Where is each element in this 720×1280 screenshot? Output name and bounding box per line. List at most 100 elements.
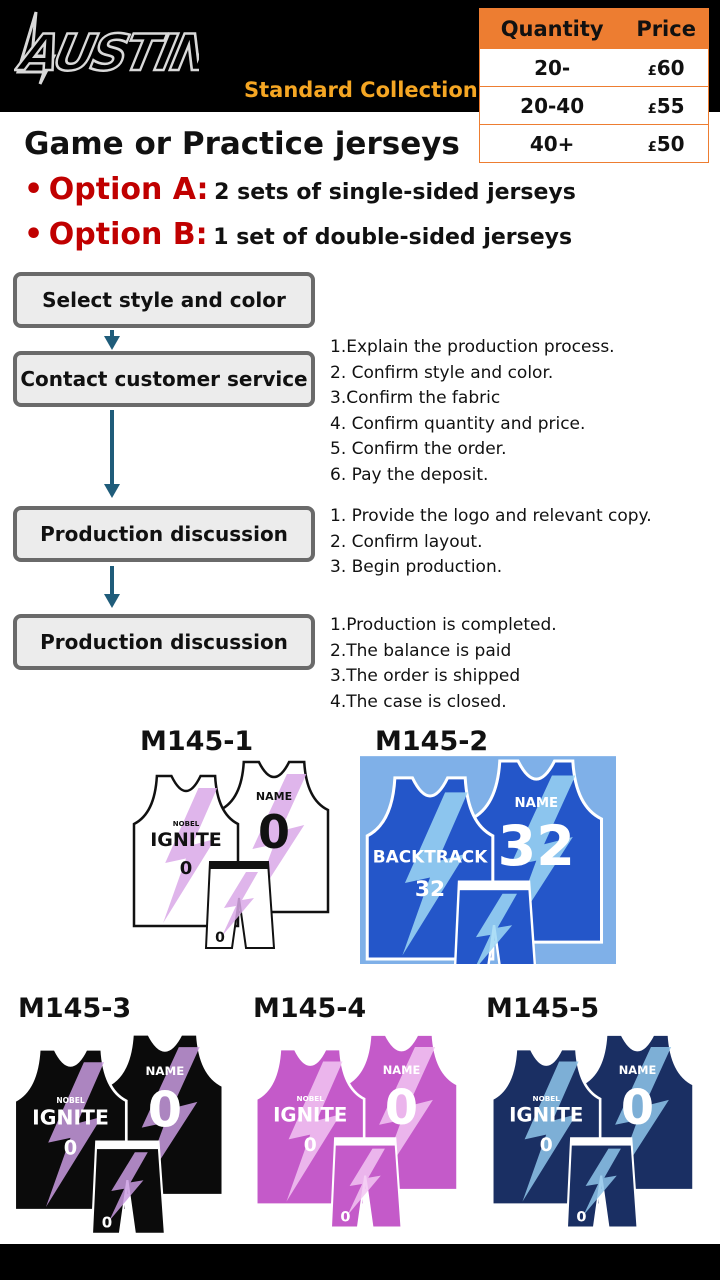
quantity-cell: 40+ <box>479 124 625 163</box>
jersey-shorts: 0 <box>329 1137 403 1229</box>
jersey-sub-text: NOBEL <box>173 820 200 828</box>
list-item: 3.Confirm the fabric <box>330 388 501 409</box>
shorts-waistband <box>335 1138 396 1146</box>
jersey-front-number: 0 <box>304 1135 317 1156</box>
price-table-header: Quantity Price <box>479 8 709 49</box>
list-item: 1.Production is completed. <box>330 615 557 635</box>
production-discussion-list: 1. Provide the logo and relevant copy. 2… <box>330 504 652 581</box>
lightning-bolt <box>45 1062 104 1208</box>
jersey-team-text: IGNITE <box>273 1104 347 1127</box>
price-cell: £50 <box>624 124 709 163</box>
currency-symbol: £ <box>647 63 657 79</box>
flow-arrow <box>104 410 120 500</box>
jersey-shorts: 0 <box>565 1137 639 1229</box>
jersey-name-text: NAME <box>619 1063 657 1077</box>
step-contact-service: Contact customer service <box>13 351 315 407</box>
table-row: 40+ £50 <box>479 124 709 163</box>
jersey-shorts: 0 <box>90 1140 167 1235</box>
lightning-bolt <box>163 788 218 923</box>
quantity-header: Quantity <box>479 8 625 49</box>
shorts-number: 0 <box>102 1213 112 1231</box>
shorts-bolt <box>583 1148 621 1216</box>
jersey-name-text: NAME <box>514 796 558 811</box>
flow-arrow <box>104 330 120 350</box>
list-item: 3. Begin production. <box>330 557 503 578</box>
jersey-shorts: 0 <box>204 861 276 949</box>
price-cell: £55 <box>624 86 709 125</box>
jersey-shorts: 32 <box>453 880 537 964</box>
price-header: Price <box>624 8 709 49</box>
option-b: • Option B: 1 set of double-sided jersey… <box>24 217 572 252</box>
contact-service-list: 1.Explain the production process. 2. Con… <box>330 335 615 489</box>
list-item: 1. Provide the logo and relevant copy. <box>330 506 652 526</box>
collection-label: Standard Collection <box>244 78 478 102</box>
price-value: 50 <box>656 131 685 156</box>
currency-symbol: £ <box>647 101 657 117</box>
shorts-bolt <box>347 1148 385 1216</box>
completion-list: 1.Production is completed. 2.The balance… <box>330 613 557 715</box>
jersey-back-number: 0 <box>385 1081 418 1136</box>
shorts-number: 0 <box>576 1209 586 1225</box>
lightning-bolt <box>402 792 468 956</box>
jersey-back-number: 0 <box>148 1081 182 1139</box>
jersey-team-text: IGNITE <box>150 829 222 851</box>
step-production-discussion: Production discussion <box>13 506 315 562</box>
jersey-name-text: NAME <box>256 790 292 803</box>
jersey-sub-text: NOBEL <box>297 1094 325 1103</box>
model-label-m145-1: M145-1 <box>140 726 254 757</box>
list-item: 4.The case is closed. <box>330 691 507 712</box>
currency-symbol: £ <box>647 139 657 155</box>
list-item: 2. Confirm style and color. <box>330 362 554 383</box>
price-value: 55 <box>656 93 685 118</box>
list-item: 3.The order is shipped <box>330 666 521 687</box>
list-item: 6. Pay the deposit. <box>330 464 489 485</box>
lightning-bolt <box>522 1061 579 1202</box>
shorts-waistband <box>571 1138 632 1146</box>
jersey-sub-text: NOBEL <box>533 1094 561 1103</box>
model-label-m145-3: M145-3 <box>18 993 132 1024</box>
jersey-front-number: 32 <box>415 877 445 902</box>
page-title: Game or Practice jerseys <box>24 126 460 162</box>
flow-arrow <box>104 566 120 608</box>
quantity-cell: 20-40 <box>479 86 625 125</box>
quantity-cell: 20- <box>479 48 625 87</box>
option-a: • Option A: 2 sets of single-sided jerse… <box>24 172 576 207</box>
price-table: Quantity Price 20- £60 20-40 £55 40+ £50 <box>479 8 709 163</box>
list-item: 4. Confirm quantity and price. <box>330 413 586 434</box>
shorts-bolt <box>222 872 258 936</box>
jersey-front-number: 0 <box>64 1136 77 1159</box>
option-a-desc: 2 sets of single-sided jerseys <box>214 180 576 205</box>
price-cell: £60 <box>624 48 709 87</box>
jersey-front-number: 0 <box>540 1135 553 1156</box>
jersey-back-number: 0 <box>258 805 290 859</box>
austin-logo: AUSTIN <box>14 11 199 85</box>
model-label-m145-5: M145-5 <box>486 993 600 1024</box>
jersey-team-text: IGNITE <box>32 1105 109 1129</box>
jersey-name-text: NAME <box>383 1063 421 1077</box>
shorts-number: 32 <box>459 962 483 964</box>
jersey-front-number: 0 <box>180 858 193 879</box>
jersey-back-number: 32 <box>498 814 575 879</box>
shorts-bolt <box>475 893 517 964</box>
shorts-number: 0 <box>215 930 225 946</box>
option-b-label: Option B: <box>48 217 208 252</box>
jersey-team-text: IGNITE <box>509 1104 583 1127</box>
jersey-sub-text: NOBEL <box>56 1096 84 1105</box>
shorts-number: 0 <box>340 1209 350 1225</box>
bullet: • <box>24 217 44 252</box>
option-a-label: Option A: <box>48 172 209 207</box>
list-item: 5. Confirm the order. <box>330 439 507 460</box>
table-row: 20-40 £55 <box>479 86 709 125</box>
lightning-bolt <box>286 1061 343 1202</box>
shorts-bolt <box>109 1152 148 1221</box>
jersey-team-text: BACKTRACK <box>373 846 488 866</box>
list-item: 1.Explain the production process. <box>330 337 615 357</box>
step-production-discussion-final: Production discussion <box>13 614 315 670</box>
list-item: 2.The balance is paid <box>330 640 512 661</box>
bullet: • <box>24 172 44 207</box>
